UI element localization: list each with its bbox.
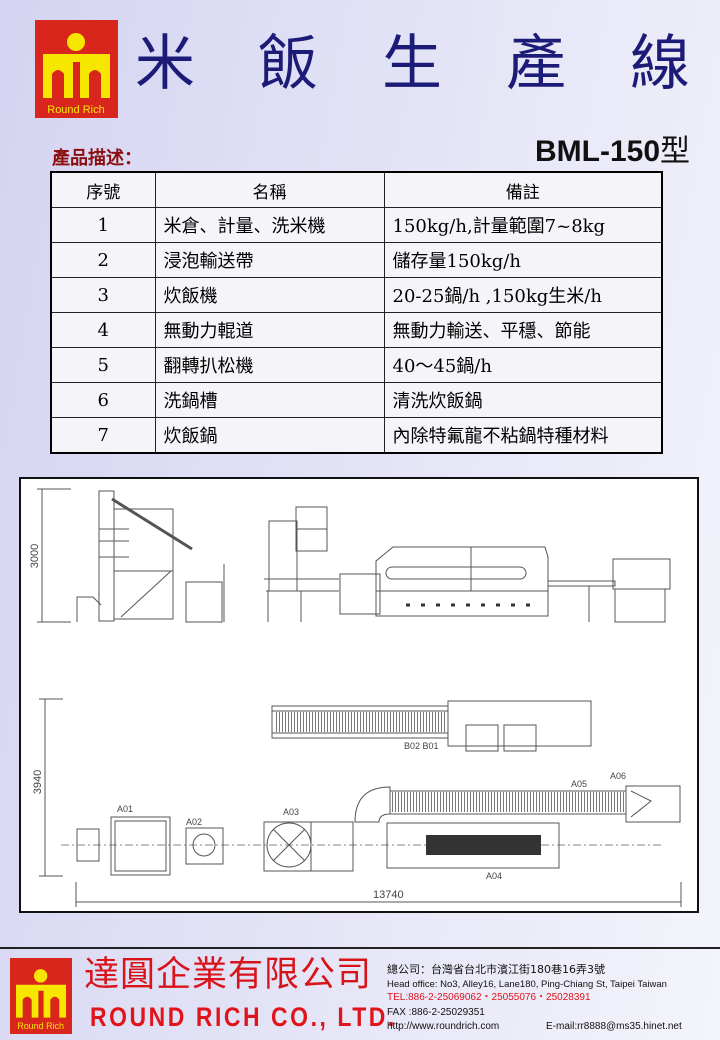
cell-name: 米倉、計量、洗米機 [154,207,385,243]
cell-note: 內除特氟龍不粘鍋特種材料 [383,417,663,454]
round-rich-logo-icon: Round Rich [15,969,67,1031]
cell-name: 無動力輥道 [154,312,385,348]
telephone: TEL:886-2-25069062・25055076・25028391 [387,992,591,1003]
label-a02: A02 [186,817,202,827]
company-logo: Round Rich [35,20,118,118]
cell-note: 無動力輸送、平穩、節能 [383,312,663,348]
title-char: 米 [135,29,195,99]
email-link[interactable]: E-mail:rr8888@ms35.hinet.net [546,1021,682,1032]
round-rich-logo-icon: Round Rich [43,33,110,116]
company-name-zh: 達圓企業有限公司 [84,955,373,995]
length-dimension: 13740 [75,882,682,907]
footer-logo: Round Rich [10,958,72,1034]
model-number: BML-150型 [535,126,690,170]
address-en: Head office: No3, Alley16, Lane180, Ping… [387,979,667,990]
label-a06: A06 [610,771,626,781]
label-b02-b01: B02 B01 [404,741,439,751]
cell-number: 1 [50,207,156,243]
cell-note: 150kg/h,計量範圍7~8kg [383,207,663,243]
label-a03: A03 [283,807,299,817]
plan-height-label: 3940 [32,770,44,794]
cell-number: 4 [50,312,156,348]
cell-number: 2 [50,242,156,278]
logo-text: Round Rich [47,104,104,116]
label-a05: A05 [571,779,587,789]
cell-number: 6 [50,382,156,418]
title-char: 生 [382,29,442,99]
footer-divider [0,947,720,949]
label-a01: A01 [117,804,133,814]
table-header-row: 序號 名稱 備註 [50,171,663,208]
label-a04: A04 [486,871,502,881]
plan-view: B02 B01 A01 A02 A03 A04 A05 A06 [61,700,681,881]
header-cell: 序號 [50,171,156,208]
plan-dimension: 3940 [32,698,63,877]
header-cell: 名稱 [154,171,385,208]
cell-note: 20-25鍋/h ,150kg生米/h [383,277,663,313]
title-char: 飯 [258,29,318,99]
cell-note: 40～45鍋/h [383,347,663,383]
cell-number: 7 [50,417,156,454]
cell-note: 儲存量150kg/h [383,242,663,278]
cell-name: 炊飯機 [154,277,385,313]
header-cell: 備註 [383,171,663,208]
cell-number: 3 [50,277,156,313]
cell-note: 清洗炊飯鍋 [383,382,663,418]
cell-number: 5 [50,347,156,383]
logo-text: Round Rich [17,1021,64,1031]
cell-name: 浸泡輸送帶 [154,242,385,278]
elevation-view [76,490,671,623]
model-suffix: 型 [660,134,691,169]
cell-name: 炊飯鍋 [154,417,385,454]
company-name-en: ROUND RICH CO., LTD. [90,1002,397,1032]
address-zh: 總公司：台灣省台北市濱江街180巷16弄3號 [387,963,605,976]
fax: FAX :886-2-25029351 [387,1007,485,1018]
cell-name: 洗鍋槽 [154,382,385,418]
elevation-dimension: 3000 [29,488,71,623]
elevation-height-label: 3000 [29,544,41,568]
total-length-label: 13740 [373,889,404,901]
section-label: 產品描述： [52,148,142,169]
title-char: 產 [506,29,566,99]
layout-drawing: 3000 3940 [19,477,699,913]
title-char: 線 [630,29,690,99]
production-line-drawing: 3000 3940 [29,488,682,907]
website-link[interactable]: http://www.roundrich.com [387,1021,500,1032]
model-code: BML-150 [535,135,661,168]
cell-name: 翻轉扒松機 [154,347,385,383]
